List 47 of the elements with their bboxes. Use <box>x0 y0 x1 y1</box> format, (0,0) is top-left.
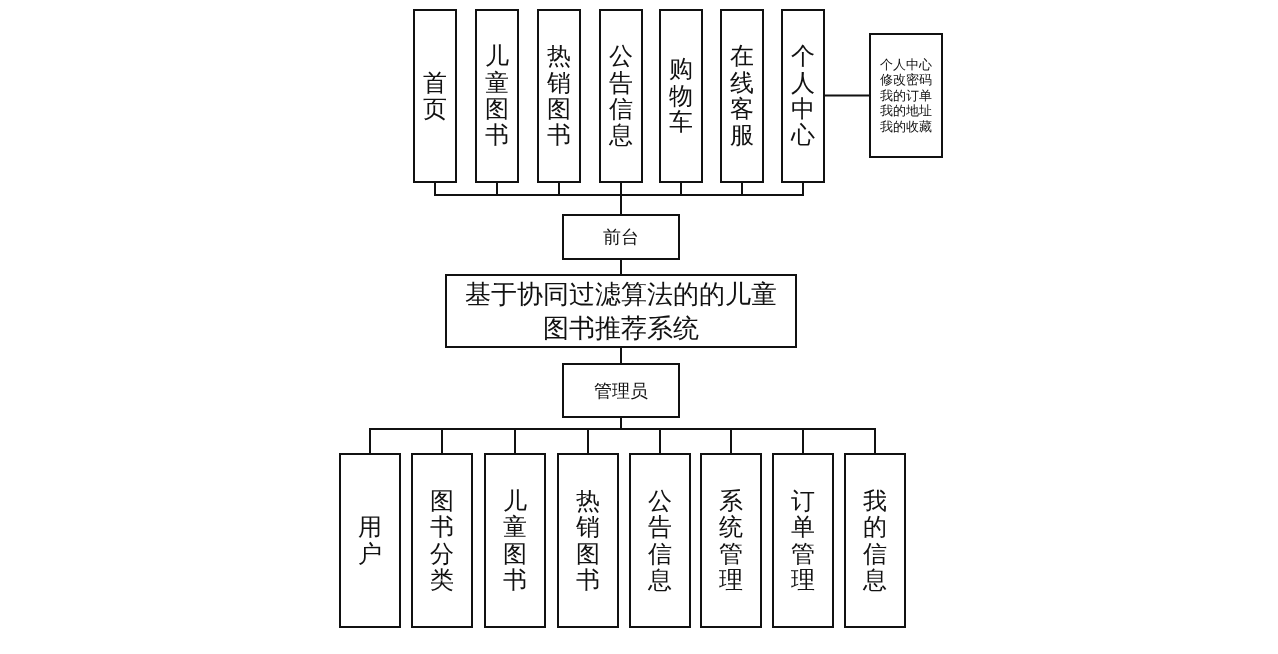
module-label: 热销图书 <box>576 487 600 594</box>
module-box <box>339 453 401 628</box>
module-label: 购物车 <box>669 56 693 136</box>
connector-line <box>620 347 622 364</box>
module-label: 图书分类 <box>430 487 454 594</box>
module-box <box>411 453 473 628</box>
module-label: 儿童图书 <box>503 487 527 594</box>
module-box <box>599 9 643 183</box>
module-label: 首页 <box>423 69 447 123</box>
module-label: 在线客服 <box>730 43 754 149</box>
connector-line <box>824 94 870 97</box>
submenu-item: 我的收藏 <box>880 118 932 135</box>
section-box <box>562 363 680 418</box>
module-box <box>484 453 546 628</box>
connector-line <box>620 417 876 454</box>
module-box <box>413 9 457 183</box>
connector-line <box>620 259 622 275</box>
module-label: 热销图书 <box>547 43 571 149</box>
section-label: 管理员 <box>594 379 648 402</box>
connector-line <box>620 182 804 215</box>
submenu-item: 我的订单 <box>880 87 932 104</box>
module-label: 儿童图书 <box>485 43 509 149</box>
submenu-box <box>869 33 943 158</box>
submenu-item: 个人中心 <box>880 56 932 73</box>
module-box <box>475 9 519 183</box>
module-box <box>781 9 825 183</box>
module-label: 系统管理 <box>719 487 743 594</box>
module-label: 订单管理 <box>791 487 815 594</box>
module-label: 公告信息 <box>648 487 672 594</box>
module-box <box>844 453 906 628</box>
system-title: 基于协同过滤算法的的儿童图书推荐系统 <box>464 278 778 345</box>
module-label: 我的信息 <box>863 487 887 594</box>
module-box <box>772 453 834 628</box>
module-label: 公告信息 <box>609 43 633 149</box>
module-box <box>659 9 703 183</box>
module-label: 个人中心 <box>791 43 815 149</box>
section-label: 前台 <box>603 226 639 248</box>
module-box <box>629 453 691 628</box>
submenu-item: 修改密码 <box>880 72 932 88</box>
module-box <box>720 9 764 183</box>
module-box <box>537 9 581 183</box>
system-box <box>445 274 797 348</box>
section-box <box>562 214 680 260</box>
module-box <box>700 453 762 628</box>
submenu-item: 我的地址 <box>880 103 932 119</box>
module-label: 用户 <box>358 514 382 567</box>
module-box <box>557 453 619 628</box>
